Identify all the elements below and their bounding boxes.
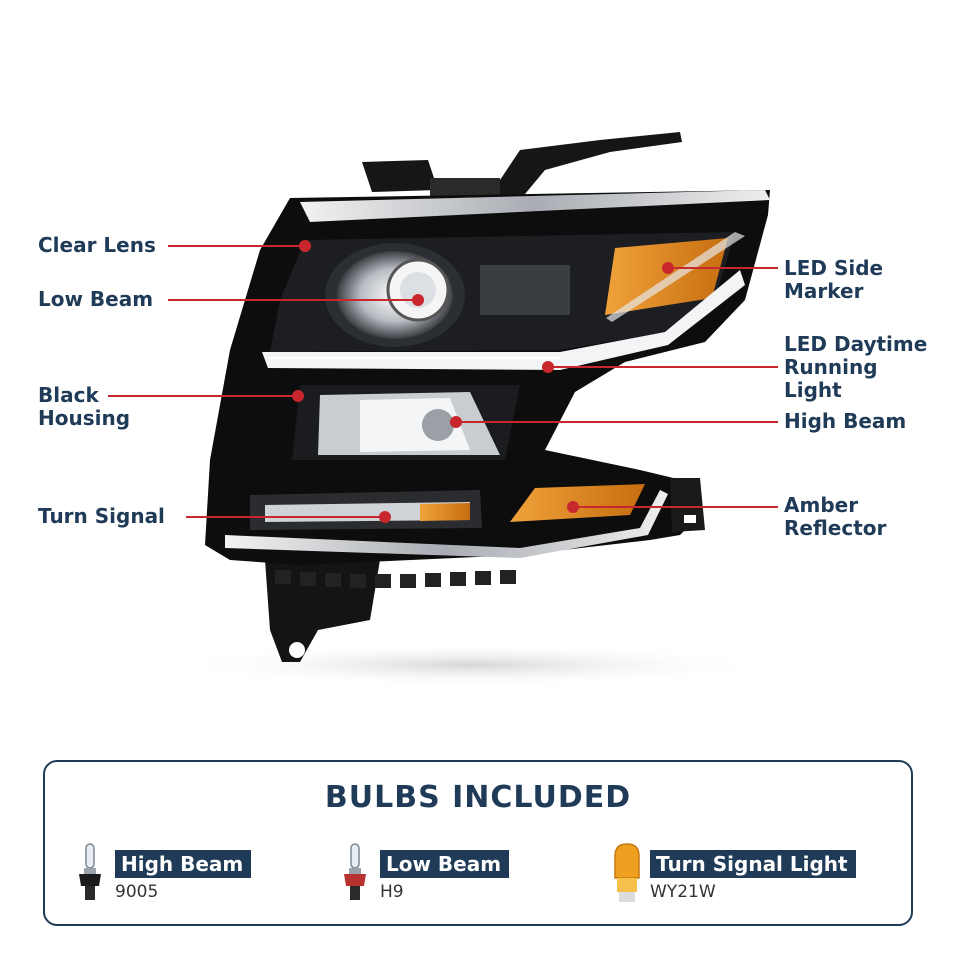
bulbs-included-title: BULBS INCLUDED (324, 780, 632, 815)
leader-dot-high-beam (450, 416, 462, 428)
label-amber-reflector: Amber Reflector (784, 494, 886, 540)
bulb-code-low-beam: H9 (380, 882, 404, 902)
amber-bulb-icon (614, 843, 640, 902)
headlight-image (170, 132, 770, 687)
label-led-drl: LED Daytime Running Light (784, 333, 927, 402)
callout-leaders (108, 240, 778, 523)
bulbs-included-panel: BULBS INCLUDED High Beam 9005 Low Beam H… (43, 760, 913, 926)
leader-dot-black-housing (292, 390, 304, 402)
leader-dot-turn-signal (379, 511, 391, 523)
label-led-side-marker-line2: Marker (784, 279, 864, 303)
bulb-code-turn-signal-light: WY21W (650, 882, 716, 902)
label-black-housing-line1: Black (38, 383, 99, 407)
label-led-drl-line3: Light (784, 378, 842, 402)
leader-dot-led-drl (542, 361, 554, 373)
bulb-name-low-beam: Low Beam (380, 850, 510, 878)
label-black-housing-line2: Housing (38, 406, 131, 430)
label-led-drl-line2: Running (784, 355, 878, 379)
label-amber-reflector-line2: Reflector (784, 516, 887, 540)
label-black-housing: Black Housing (38, 384, 130, 430)
label-clear-lens: Clear Lens (38, 233, 156, 257)
leader-dot-low-beam (412, 294, 424, 306)
label-turn-signal: Turn Signal (38, 504, 165, 528)
label-high-beam: High Beam (784, 409, 907, 433)
label-low-beam: Low Beam (38, 287, 154, 311)
clear-bulb-icon (79, 843, 101, 900)
bulb-code-high-beam: 9005 (115, 882, 159, 902)
leader-dot-amber-reflector (567, 501, 579, 513)
bulb-name-turn-signal-light: Turn Signal Light (650, 850, 856, 878)
label-led-side-marker-line1: LED Side (784, 256, 884, 280)
leader-dot-clear-lens (299, 240, 311, 252)
label-led-drl-line1: LED Daytime (784, 332, 928, 356)
label-amber-reflector-line1: Amber (784, 493, 859, 517)
leader-dot-led-side-marker (662, 262, 674, 274)
bulb-name-high-beam: High Beam (115, 850, 252, 878)
label-led-side-marker: LED Side Marker (784, 257, 883, 303)
clear-bulb-icon (344, 843, 366, 900)
